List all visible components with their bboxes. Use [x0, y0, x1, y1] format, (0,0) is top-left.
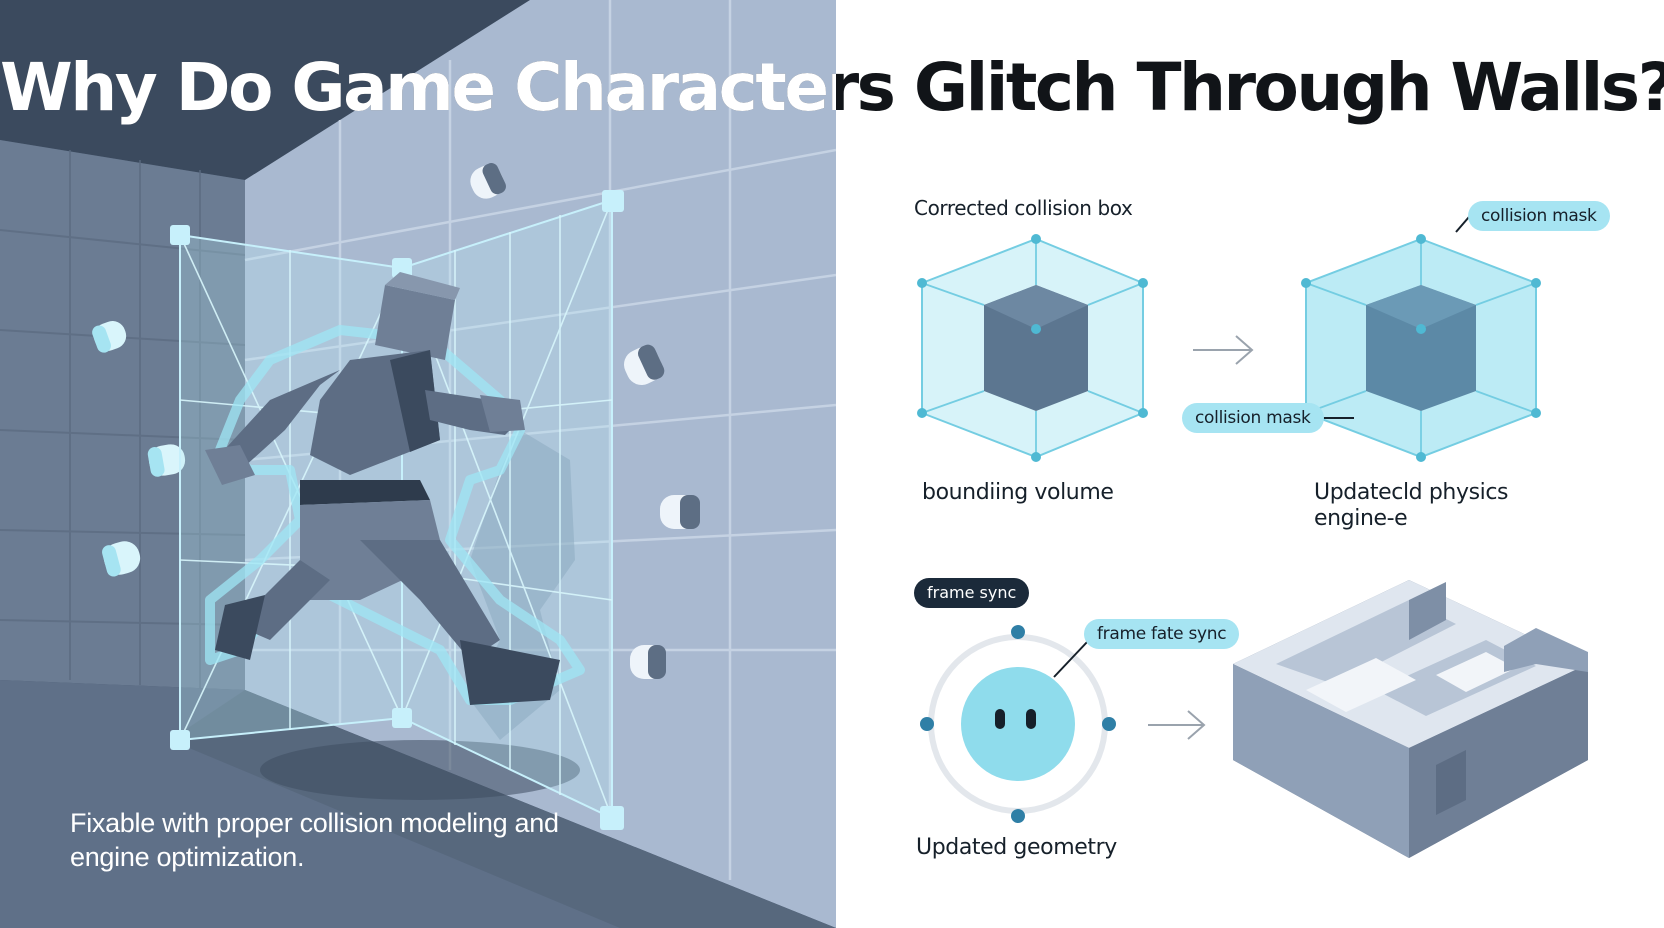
frame-rate-sync-pill: frame fate sync [1084, 619, 1240, 649]
right-arrow-icon [1148, 710, 1206, 740]
glitch-scene-illustration [0, 0, 836, 928]
collision-mask-cube [1301, 234, 1541, 462]
updated-geometry-label: Updated geometry [916, 835, 1117, 860]
scene-caption: Fixable with proper collision modeling a… [70, 808, 559, 872]
updated-geometry-model [1233, 580, 1588, 858]
bounding-volume-label: boundiing volume [922, 480, 1114, 505]
frame-sync-ring [920, 625, 1116, 823]
page-title: Why Do Game Characters Glitch Through Wa… [0, 49, 1664, 126]
bounding-volume-cube [917, 234, 1148, 462]
frame-sync-pill: frame sync [914, 578, 1030, 608]
corrected-collision-box-heading: Corrected collision box [914, 196, 1133, 220]
collision-mask-pill-left: collision mask [1182, 403, 1324, 433]
fix-diagram-panel: Corrected collision box boundiing volume… [836, 0, 1664, 928]
updated-physics-engine-label: Updatecld physics engine-e [1314, 480, 1509, 531]
character-figure [205, 272, 560, 705]
collision-mask-pill-top: collision mask [1468, 201, 1610, 231]
right-arrow-icon [1193, 335, 1254, 365]
